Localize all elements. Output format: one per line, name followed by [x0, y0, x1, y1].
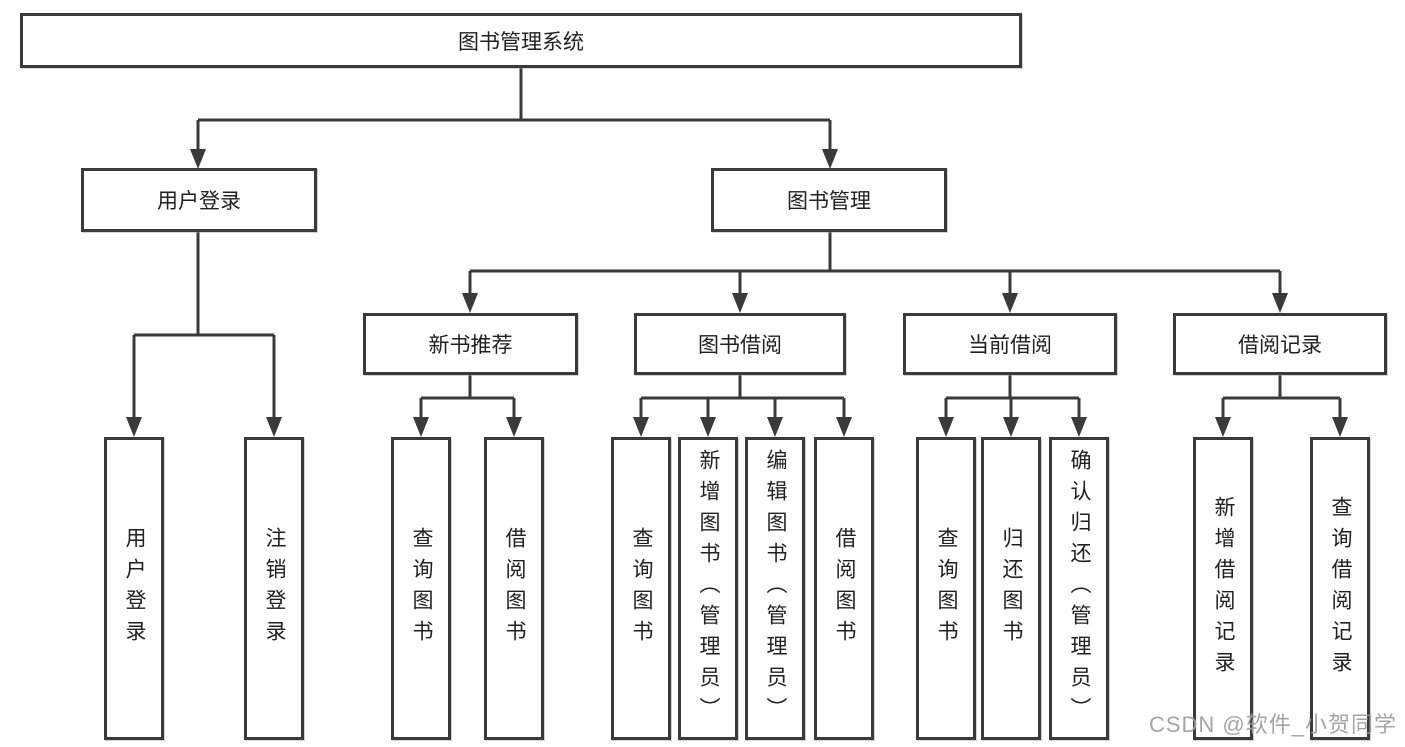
leaf-query-books-borrowing: 查询图书 [611, 437, 671, 740]
leaf-borrow-books-recommend: 借阅图书 [484, 437, 544, 740]
arrowhead-icons [126, 149, 1348, 437]
leaf-add-books-admin: 新增图书（管理员） [678, 437, 738, 740]
leaf-confirm-return-admin: 确认归还（管理员） [1049, 437, 1109, 740]
node-user-login: 用户登录 [81, 168, 317, 232]
leaf-user-login: 用户登录 [104, 437, 164, 740]
node-borrowing-records: 借阅记录 [1173, 313, 1387, 375]
leaf-query-books-recommend: 查询图书 [391, 437, 451, 740]
node-book-borrowing: 图书借阅 [634, 313, 846, 375]
leaf-borrow-books-borrowing: 借阅图书 [814, 437, 874, 740]
node-current-borrowing: 当前借阅 [903, 313, 1117, 375]
node-book-management: 图书管理 [711, 168, 947, 232]
node-library-system: 图书管理系统 [20, 13, 1022, 68]
leaf-query-books-current: 查询图书 [916, 437, 976, 740]
leaf-add-borrow-record: 新增借阅记录 [1193, 437, 1253, 740]
leaf-logout: 注销登录 [244, 437, 304, 740]
leaf-edit-books-admin: 编辑图书（管理员） [745, 437, 805, 740]
leaf-query-borrow-record: 查询借阅记录 [1310, 437, 1370, 740]
leaf-return-books: 归还图书 [981, 437, 1041, 740]
csdn-watermark: CSDN @软件_小贺同学 [1148, 712, 1397, 737]
node-new-book-recommend: 新书推荐 [363, 313, 578, 375]
